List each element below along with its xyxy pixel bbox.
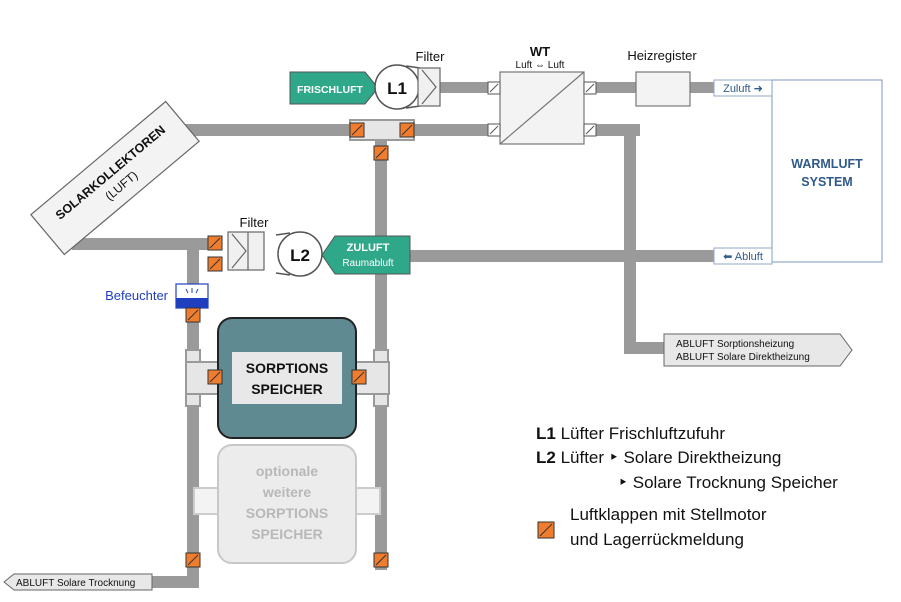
- duct-solar-wt: [178, 124, 492, 136]
- zuluft-label-1: ZULUFT: [347, 242, 390, 254]
- abluft-tag-label: ⬅ Abluft: [723, 251, 763, 263]
- legend-damper-text-2: und Lagerrückmeldung: [570, 530, 744, 549]
- sorption-label-1: SORPTIONS: [246, 360, 328, 376]
- sorption-label-2: SPEICHER: [251, 381, 323, 397]
- heizregister: Heizregister: [627, 48, 697, 107]
- wt-title: WT: [530, 44, 550, 59]
- wt-sub: Luft ⇔ Luft: [516, 60, 565, 71]
- fan-l1: L1: [374, 64, 421, 110]
- heat-exchanger: WT Luft ⇔ Luft: [499, 44, 585, 145]
- filter-top-label: Filter: [416, 49, 446, 64]
- abluft-right-label-1: ABLUFT Sorptionsheizung: [676, 339, 794, 350]
- sorption-storage: SORPTIONS SPEICHER: [217, 317, 357, 439]
- zuluft-tag: Zuluft ➜: [713, 79, 773, 97]
- opt-label-4: SPEICHER: [251, 526, 323, 542]
- wt-dampers: [487, 81, 597, 137]
- filter-left: Filter: [227, 215, 270, 271]
- opt-label-1: optionale: [256, 463, 318, 479]
- duct-left-top: [187, 250, 199, 292]
- legend-l2-line2: ‣ Solare Trocknung Speicher: [618, 473, 838, 493]
- filter-left-label: Filter: [240, 215, 270, 230]
- legend-damper-2: und Lagerrückmeldung: [570, 530, 744, 550]
- duct-wt-heizregister: [582, 82, 638, 93]
- solar-collectors: SOLARKOLLEKTOREN (LUFT): [30, 100, 200, 256]
- frischluft-label: FRISCHLUFT: [297, 84, 363, 96]
- l2-label: L2: [290, 246, 310, 265]
- abluft-right-label-2: ABLUFT Solare Direktheizung: [676, 352, 810, 363]
- duct-filter-wt: [438, 82, 502, 93]
- zuluft-tag-label: Zuluft ➜: [723, 83, 763, 95]
- legend-damper-icon: [537, 521, 555, 539]
- legend-l2-key: L2: [536, 448, 556, 467]
- frischluft-arrow: FRISCHLUFT: [289, 71, 379, 105]
- heizregister-label: Heizregister: [627, 48, 697, 63]
- duct-abluft-row: [410, 250, 776, 262]
- legend-l2-text: Lüfter ‣ Solare Direktheizung: [560, 448, 782, 467]
- zuluft-arrow: ZULUFT Raumabluft: [321, 235, 411, 275]
- duct-bottom-left: [150, 576, 199, 588]
- legend-l2-text2: ‣ Solare Trocknung Speicher: [618, 473, 838, 492]
- abluft-right-arrow: ABLUFT Sorptionsheizung ABLUFT Solare Di…: [663, 333, 853, 367]
- l1-label: L1: [387, 79, 407, 98]
- zuluft-label-2: Raumabluft: [342, 258, 393, 269]
- duct-right-vertical: [624, 124, 636, 354]
- abluft-bottom-arrow: ABLUFT Solare Trocknung: [3, 573, 153, 591]
- damper-lines: [187, 124, 413, 566]
- befeuchter: Befeuchter: [105, 283, 209, 309]
- legend-damper-text-1: Luftklappen mit Stellmotor: [570, 505, 767, 524]
- legend-l1: L1 Lüfter Frischluftzufuhr: [536, 424, 725, 444]
- befeuchter-label: Befeuchter: [105, 288, 169, 303]
- warmluft-label-2: SYSTEM: [801, 175, 852, 189]
- optional-storage: optionale weitere SORPTIONS SPEICHER: [217, 444, 357, 564]
- warmluft-label-1: WARMLUFT: [791, 157, 863, 171]
- legend-l1-key: L1: [536, 424, 556, 443]
- legend-l1-text: Lüfter Frischluftzufuhr: [560, 424, 725, 443]
- duct-right-abluft: [624, 342, 664, 354]
- warmluft-system: WARMLUFT SYSTEM: [771, 79, 883, 263]
- opt-label-2: weitere: [262, 484, 311, 500]
- opt-label-3: SORPTIONS: [246, 505, 328, 521]
- abluft-bottom-label: ABLUFT Solare Trocknung: [16, 578, 135, 589]
- abluft-tag: ⬅ Abluft: [713, 247, 773, 265]
- legend-l2: L2 Lüfter ‣ Solare Direktheizung: [536, 448, 781, 468]
- legend-damper-1: Luftklappen mit Stellmotor: [570, 505, 767, 525]
- duct-solar-left: [72, 238, 212, 250]
- filter-top: Filter: [416, 49, 446, 107]
- fan-l2: L2: [275, 231, 323, 277]
